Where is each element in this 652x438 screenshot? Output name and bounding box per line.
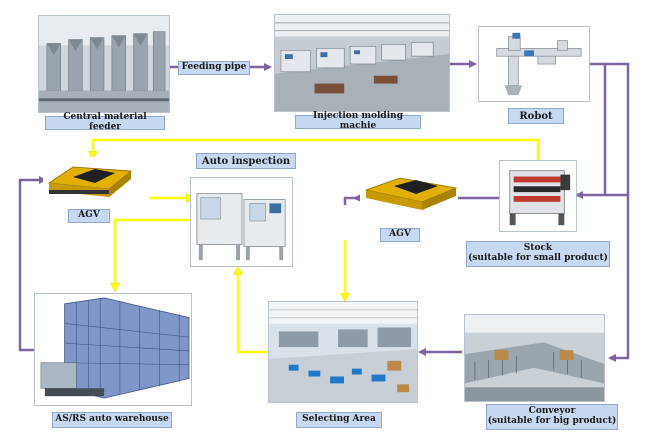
conveyor-subtitle: (suitable for big product) (487, 416, 617, 426)
agv-top-label: AGV (68, 209, 110, 223)
flow-selecting-to-inspection (238, 268, 268, 354)
flow-inspection-to-asrs (115, 218, 195, 290)
robot-label: Robot (508, 108, 564, 124)
asrs-label: AS/RS auto warehouse (52, 412, 172, 428)
selecting-area-label: Selecting Area (296, 412, 382, 428)
feeding-pipe-label: Feeding pipe (178, 61, 250, 75)
stock-label: Stock (suitable for small product) (466, 241, 610, 267)
selecting-area-image (268, 301, 418, 403)
auto-inspection-label: Auto inspection (196, 153, 296, 169)
robot-image (478, 26, 590, 102)
injection-molding-label: Injection molding machie (295, 111, 421, 131)
conveyor-label: Conveyor (suitable for big product) (486, 404, 618, 430)
injection-molding-image (274, 14, 450, 112)
central-feeder-image (38, 15, 170, 113)
agv-mid-label: AGV (380, 228, 420, 242)
agv-top-image (43, 157, 133, 205)
central-feeder-label: Central material feeder (45, 112, 165, 132)
conveyor-image (464, 314, 605, 402)
flow-stock-to-agv-top (93, 138, 540, 160)
asrs-warehouse-image (34, 293, 192, 406)
stock-subtitle: (suitable for small product) (468, 253, 608, 263)
stock-image (499, 160, 577, 232)
agv-mid-image (360, 170, 458, 218)
conveyor-title: Conveyor (528, 406, 576, 417)
stock-title: Stock (523, 243, 553, 254)
flow-robot-to-conveyor (605, 62, 630, 358)
auto-inspection-image (190, 177, 293, 267)
